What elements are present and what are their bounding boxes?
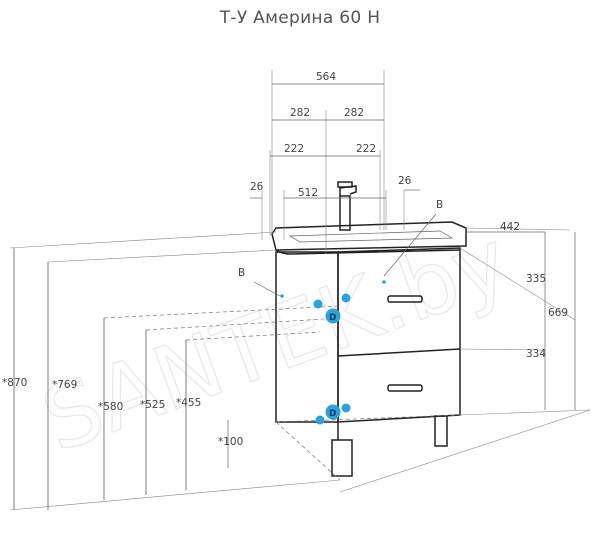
marker-c-bottom-right (341, 403, 351, 413)
marker-b-right: B (436, 199, 443, 211)
dim-h455: *455 (176, 397, 201, 409)
connection-markers: B B D D (238, 199, 443, 425)
hidden-lines (103, 305, 461, 481)
dim-h100: *100 (218, 436, 243, 448)
dim-h525: *525 (140, 399, 165, 411)
dim-gap-left: 26 (250, 181, 264, 193)
diagram-title: Т-У Америна 60 Н (219, 8, 381, 28)
dim-drawer-bottom: 334 (526, 348, 546, 360)
dim-half-left: 282 (290, 107, 310, 119)
dim-h769: *769 (52, 379, 77, 391)
dim-depth: 442 (500, 221, 520, 233)
dim-basin: 512 (298, 187, 318, 199)
marker-c-top-left (313, 299, 323, 309)
dim-body-height: 669 (548, 307, 568, 319)
marker-b-right-dot (382, 280, 386, 284)
dimension-lines (13, 83, 576, 510)
marker-d-top (325, 308, 341, 324)
marker-d-bottom (325, 404, 341, 420)
dim-half-right: 282 (344, 107, 364, 119)
marker-c-bottom-left (315, 415, 325, 425)
marker-d-bottom-label: D (329, 409, 336, 419)
dim-gap-right: 26 (398, 175, 412, 187)
dim-tap-right: 222 (356, 143, 376, 155)
dim-h870: *870 (2, 377, 27, 389)
dim-h580: *580 (98, 401, 123, 413)
marker-b-left: B (238, 267, 245, 279)
marker-d-top-label: D (329, 313, 336, 323)
dim-width-total: 564 (316, 71, 336, 83)
dim-drawer-top: 335 (526, 273, 546, 285)
cabinet-outline (271, 181, 467, 477)
marker-c-top-right (341, 293, 351, 303)
dimension-labels: 564 282 282 222 222 26 512 26 442 335 66… (2, 71, 568, 448)
dim-tap-left: 222 (284, 143, 304, 155)
marker-b-left-dot (280, 294, 284, 298)
